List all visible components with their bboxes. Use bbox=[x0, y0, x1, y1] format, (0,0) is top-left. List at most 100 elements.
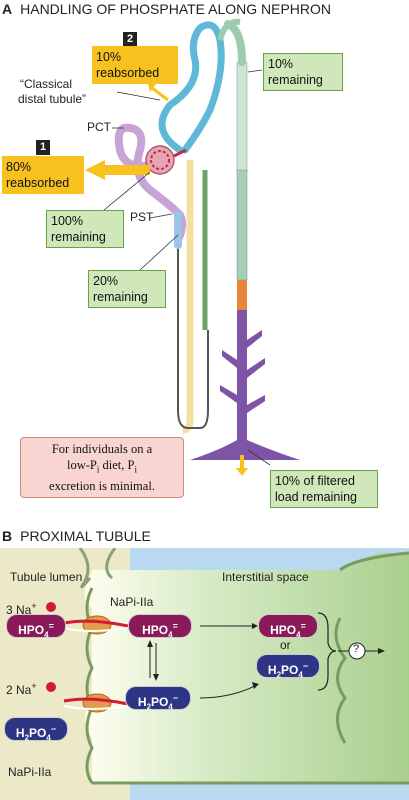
box-line: remaining bbox=[268, 73, 323, 87]
label-line: “Classical bbox=[20, 77, 73, 91]
badge-2: 2 bbox=[123, 32, 137, 47]
ion-text: HPO bbox=[270, 623, 297, 637]
descending-limb bbox=[182, 160, 194, 434]
note-sub: i bbox=[134, 464, 137, 475]
ion-text: PO bbox=[151, 695, 169, 709]
h2po4-exit: H2PO4− bbox=[256, 654, 320, 679]
leader-line bbox=[149, 213, 173, 219]
glomerulus-capillaries bbox=[150, 150, 170, 170]
ion-text: PO bbox=[29, 726, 47, 740]
sodium-3-label: 3 Na+ bbox=[6, 601, 37, 617]
sodium-2-label: 2 Na+ bbox=[6, 681, 37, 697]
note-line: excretion is minimal. bbox=[49, 478, 155, 493]
transport-arrow bbox=[63, 705, 129, 710]
or-label: or bbox=[280, 638, 291, 652]
ion-text: H bbox=[267, 663, 277, 677]
note-line: low-Pi diet, Pi bbox=[27, 457, 177, 478]
interstitial-space-label: Interstitial space bbox=[222, 570, 309, 584]
box-80-reabsorbed: 80% reabsorbed bbox=[2, 156, 84, 194]
low-pi-note: For individuals on a low-Pi diet, Pi exc… bbox=[20, 437, 184, 498]
hpo4-cell: HPO4= bbox=[128, 614, 192, 639]
box-line: 20% bbox=[93, 274, 119, 288]
flow-arrow bbox=[199, 685, 256, 699]
proximal-tubule-diagram bbox=[0, 548, 409, 800]
na-text: 2 Na bbox=[6, 683, 32, 697]
flow-arrowhead bbox=[252, 623, 258, 629]
leader-line bbox=[247, 449, 271, 466]
right-brace bbox=[317, 612, 337, 691]
tubule-lumen-label: Tubule lumen bbox=[10, 570, 83, 584]
pct-label: PCT bbox=[87, 120, 111, 134]
distal-tubule bbox=[158, 21, 225, 154]
box-10-reabsorbed: 10% reabsorbed bbox=[92, 46, 178, 84]
box-line: reabsorbed bbox=[96, 66, 160, 80]
equilibrium-arrowhead bbox=[153, 674, 159, 681]
note-sub: i bbox=[96, 464, 100, 475]
collecting-duct-orange bbox=[237, 280, 247, 310]
equilibrium-arrowhead bbox=[147, 640, 153, 647]
box-20-remaining: 20% remaining bbox=[88, 270, 166, 308]
epithelial-cell bbox=[84, 553, 409, 783]
ion-text: PO bbox=[281, 663, 299, 677]
ion-sub: 4 bbox=[44, 630, 49, 640]
box-line: 10% bbox=[268, 57, 294, 71]
box-line: 80% bbox=[6, 160, 32, 174]
ion-charge: − bbox=[172, 693, 179, 703]
title-text: HANDLING OF PHOSPHATE ALONG NEPHRON bbox=[20, 1, 332, 17]
ion-sub: 4 bbox=[168, 702, 173, 712]
reabsorb-arrowhead-80 bbox=[85, 160, 105, 180]
box-line: 10% of filtered bbox=[275, 474, 355, 488]
ion-sub: 2 bbox=[24, 733, 30, 743]
duct-branch bbox=[220, 385, 237, 403]
ion-charge: = bbox=[300, 621, 306, 631]
pst-label: PST bbox=[130, 210, 154, 224]
collecting-duct-purple bbox=[190, 310, 300, 460]
ion-sub: 4 bbox=[296, 630, 301, 640]
leader-line bbox=[103, 171, 151, 211]
duct-top-hook bbox=[224, 20, 246, 66]
note-text: diet, P bbox=[99, 458, 135, 472]
ion-charge: = bbox=[172, 621, 178, 631]
na-charge: + bbox=[31, 601, 37, 611]
note-line: For individuals on a bbox=[51, 442, 153, 456]
unknown-transporter bbox=[348, 642, 366, 660]
napi-top-label: NaPi-IIa bbox=[110, 595, 154, 609]
ion-text: H bbox=[15, 726, 25, 740]
afferent-arteriole bbox=[173, 148, 187, 158]
transport-arrow bbox=[63, 619, 129, 628]
connecting-tubule bbox=[217, 18, 241, 41]
ion-text: H bbox=[137, 695, 147, 709]
flow-arrowhead bbox=[252, 682, 259, 689]
h2po4-lumen: H2PO4− bbox=[4, 717, 68, 743]
h2po4-cell: H2PO4− bbox=[125, 686, 191, 712]
box-line: remaining bbox=[93, 290, 148, 304]
basolateral-membrane bbox=[339, 551, 409, 572]
napi-bottom-label: NaPi-IIa bbox=[8, 765, 52, 779]
henle-loop bbox=[177, 240, 209, 429]
leader-line bbox=[116, 91, 161, 101]
reabsorb-arrow-10 bbox=[151, 86, 169, 102]
box-line: load remaining bbox=[275, 490, 357, 504]
box-line: 10% bbox=[96, 50, 122, 64]
urine-arrowhead bbox=[236, 468, 248, 476]
title-text: PROXIMAL TUBULE bbox=[20, 528, 151, 544]
ion-sub: 2 bbox=[146, 702, 152, 712]
duct-branch bbox=[247, 395, 265, 413]
basolateral-fold bbox=[334, 617, 347, 744]
ion-charge: − bbox=[302, 661, 309, 671]
duct-branch bbox=[247, 358, 265, 378]
reabsorb-arrowhead-10 bbox=[148, 84, 156, 92]
ion-sub: 4 bbox=[46, 733, 51, 743]
ion-text: HPO bbox=[142, 623, 169, 637]
ion-charge: = bbox=[48, 621, 54, 631]
na-text: 3 Na bbox=[6, 603, 32, 617]
note-text: low-P bbox=[67, 458, 97, 472]
sodium-dot bbox=[46, 602, 56, 612]
ion-charge: − bbox=[50, 724, 57, 734]
exit-arrowhead bbox=[378, 648, 385, 654]
ion-text: HPO bbox=[18, 623, 45, 637]
box-line: 100% bbox=[51, 214, 83, 228]
box-filtered-load: 10% of filtered load remaining bbox=[270, 470, 378, 508]
